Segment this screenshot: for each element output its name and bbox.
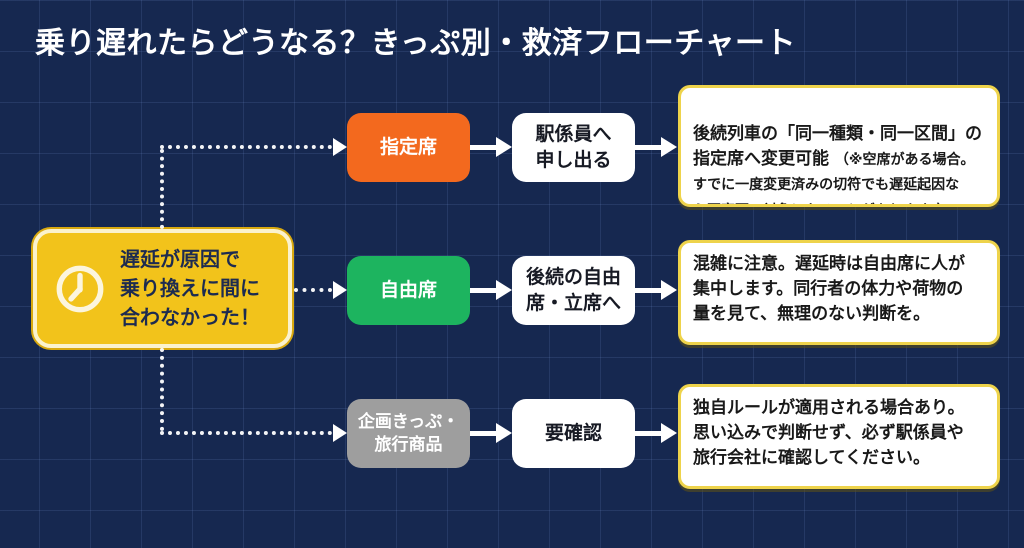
arrow-right-icon [470, 137, 512, 157]
clock-icon [53, 262, 107, 316]
detail-reserved-seat: 後続列車の「同一種類・同一区間」の 指定席へ変更可能 （※空席がある場合。 すで… [678, 85, 1000, 207]
detail-package-ticket: 独自ルールが適用される場合あり。 思い込みで判断せず、必ず駅係員や 旅行会社に確… [678, 384, 1000, 489]
page-title: 乗り遅れたらどうなる？きっぷ別・救済フローチャート [35, 26, 796, 61]
connector-row1 [160, 145, 332, 149]
connector-arrowhead-row3-icon [333, 424, 347, 442]
arrow-right-icon [635, 280, 677, 300]
arrow-right-icon [635, 137, 677, 157]
connector-row3 [160, 431, 332, 435]
arrow-right-icon [635, 423, 677, 443]
action-package-ticket: 要確認 [512, 399, 635, 468]
connector-arrowhead-row2-icon [333, 281, 347, 299]
action-non-reserved-seat: 後続の自由 席・立席へ [512, 256, 635, 325]
action-reserved-seat: 駅係員へ 申し出る [512, 113, 635, 182]
detail-reserved-seat-main: 後続列車の「同一種類・同一区間」の 指定席へ変更可能 [693, 124, 982, 170]
arrow-right-icon [470, 280, 512, 300]
category-package-ticket: 企画きっぷ・ 旅行商品 [347, 399, 470, 468]
detail-non-reserved-seat: 混雑に注意。遅延時は自由席に人が 集中します。同行者の体力や荷物の 量を見て、無… [678, 240, 1000, 345]
category-non-reserved-seat: 自由席 [347, 256, 470, 325]
connector-vertical-top [160, 149, 164, 229]
detail-reserved-seat-note: （※空席がある場合。 すでに一度変更済みの切符でも遅延起因な ら再変更の対象にな… [693, 152, 975, 204]
arrow-right-icon [470, 423, 512, 443]
connector-vertical-bottom [160, 348, 164, 431]
category-reserved-seat: 指定席 [347, 113, 470, 182]
start-condition-label: 遅延が原因で 乗り換えに間に 合わなかった！ [120, 247, 260, 329]
start-condition-box: 遅延が原因で 乗り換えに間に 合わなかった！ [33, 229, 292, 348]
connector-row2 [294, 288, 332, 292]
connector-arrowhead-row1-icon [333, 138, 347, 156]
